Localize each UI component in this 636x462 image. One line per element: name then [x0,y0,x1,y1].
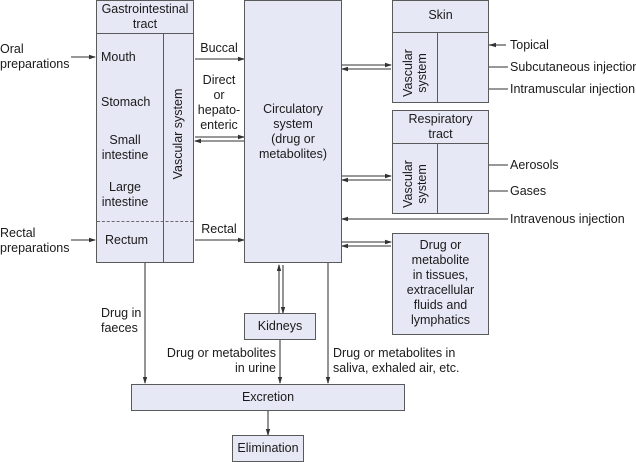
input-intramuscular-injection: Intramuscular injection [510,82,636,96]
organ-large-intestine: Large intestine [101,180,149,209]
elimination-label: Elimination [237,441,299,455]
organ-mouth: Mouth [101,50,136,64]
input-aerosols: Aerosols [510,158,559,172]
gi-tract-title: Gastrointestinal tract [101,2,189,31]
gi-vascular-divider [163,33,164,263]
route-hepatoenteric: Direct or hepato- enteric [197,73,241,132]
label-drug-in-urine: Drug or metabolites in urine [166,346,276,375]
respiratory-vascular-system-label: Vascular system [401,160,429,208]
skin-title: Skin [428,8,453,22]
input-oral-preparations: Oral preparations [0,42,70,71]
tissues-box [392,233,489,335]
input-topical: Topical [510,38,549,52]
route-rectal: Rectal [201,222,237,236]
respiratory-vascular-divider [437,143,438,214]
route-buccal: Buccal [200,41,238,55]
skin-vascular-system-label: Vascular system [401,49,429,97]
input-intravenous-injection: Intravenous injection [510,212,625,226]
gi-tract-box [96,0,194,263]
organ-small-intestine: Small intestine [101,133,149,162]
label-drug-in-faeces: Drug in faeces [101,306,142,335]
label-drug-in-saliva: Drug or metabolites in saliva, exhaled a… [333,346,460,375]
skin-vascular-divider [437,32,438,103]
gi-vascular-system-label: Vascular system [171,88,185,180]
kidneys-label: Kidneys [257,319,303,333]
excretion-box [131,384,405,411]
organ-rectum: Rectum [105,233,149,247]
input-subcutaneous-injection: Subcutaneous injection [510,60,636,74]
tissues-label: Drug or metabolite in tissues, extracell… [406,238,475,327]
gi-rectum-divider [97,221,193,222]
skin-title-divider [392,32,489,33]
circulatory-system-label: Circulatory system (drug or metabolites) [258,102,328,161]
input-gases: Gases [510,184,547,198]
input-rectal-preparations: Rectal preparations [0,226,70,255]
circulatory-system-box [244,0,342,263]
gi-title-divider [96,33,194,34]
respiratory-title-divider [392,143,489,144]
respiratory-tract-title: Respiratory tract [408,112,473,141]
excretion-label: Excretion [241,390,295,404]
skin-box [392,0,489,103]
organ-stomach: Stomach [101,95,151,109]
kidneys-box [244,313,316,340]
respiratory-tract-box [392,110,489,214]
